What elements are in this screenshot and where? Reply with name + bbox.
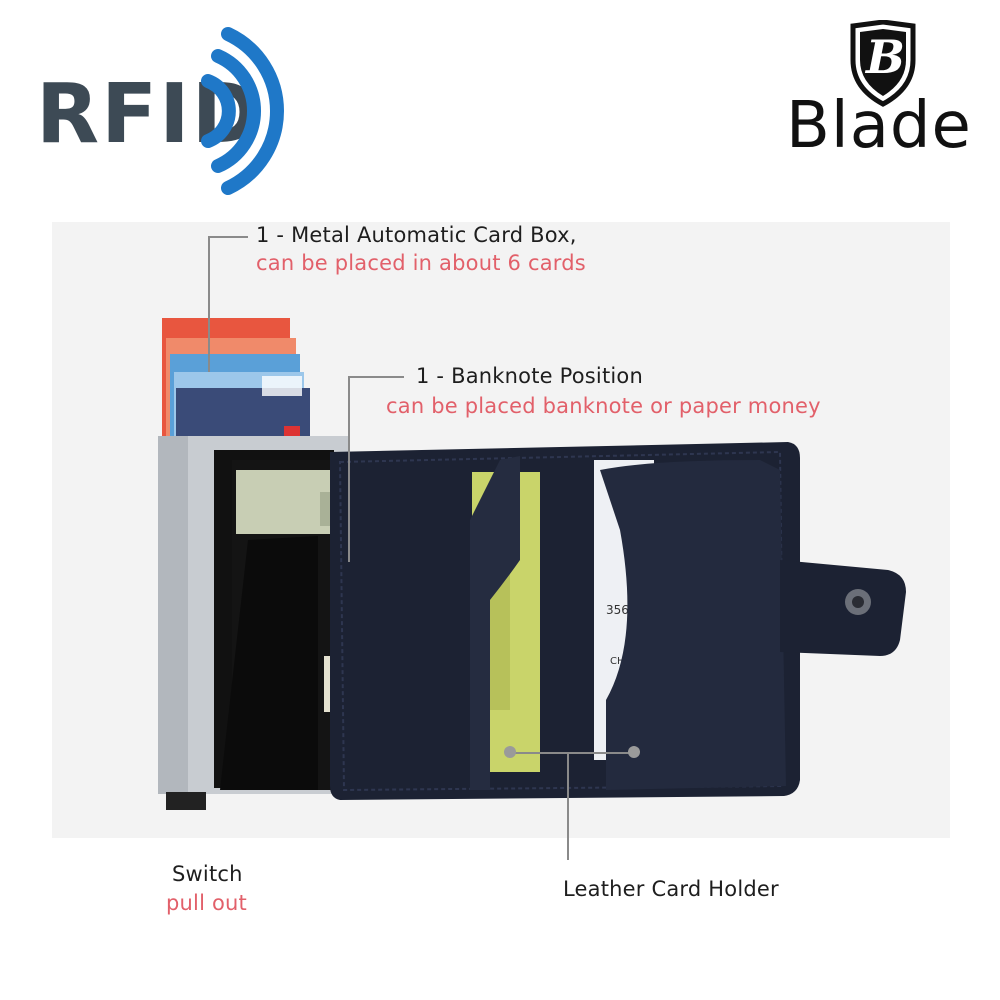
banknote-title: 1 - Banknote Position <box>416 364 643 388</box>
card-box-title: 1 - Metal Automatic Card Box, <box>256 223 577 247</box>
banknote-leader <box>348 376 404 378</box>
rfid-wave-icon <box>201 27 284 195</box>
rfid-logo: RFID <box>36 27 286 195</box>
card-box-leader <box>208 236 210 372</box>
switch-subtitle: pull out <box>166 891 247 915</box>
card-box-leader <box>208 236 248 238</box>
blade-logo: B Blade <box>786 20 986 160</box>
blade-logo-text: Blade <box>786 89 972 163</box>
blade-emblem-letter: B <box>866 30 905 84</box>
banknote-leader <box>348 376 350 562</box>
shield-icon <box>850 20 916 107</box>
leather-title: Leather Card Holder <box>563 877 779 901</box>
switch-title: Switch <box>172 862 243 886</box>
banknote-subtitle: can be placed banknote or paper money <box>386 394 821 418</box>
leather-leader <box>567 752 569 860</box>
leather-leader <box>510 752 634 754</box>
card-box-subtitle: can be placed in about 6 cards <box>256 251 586 275</box>
leather-leader-dot <box>504 746 516 758</box>
leather-leader-dot <box>628 746 640 758</box>
